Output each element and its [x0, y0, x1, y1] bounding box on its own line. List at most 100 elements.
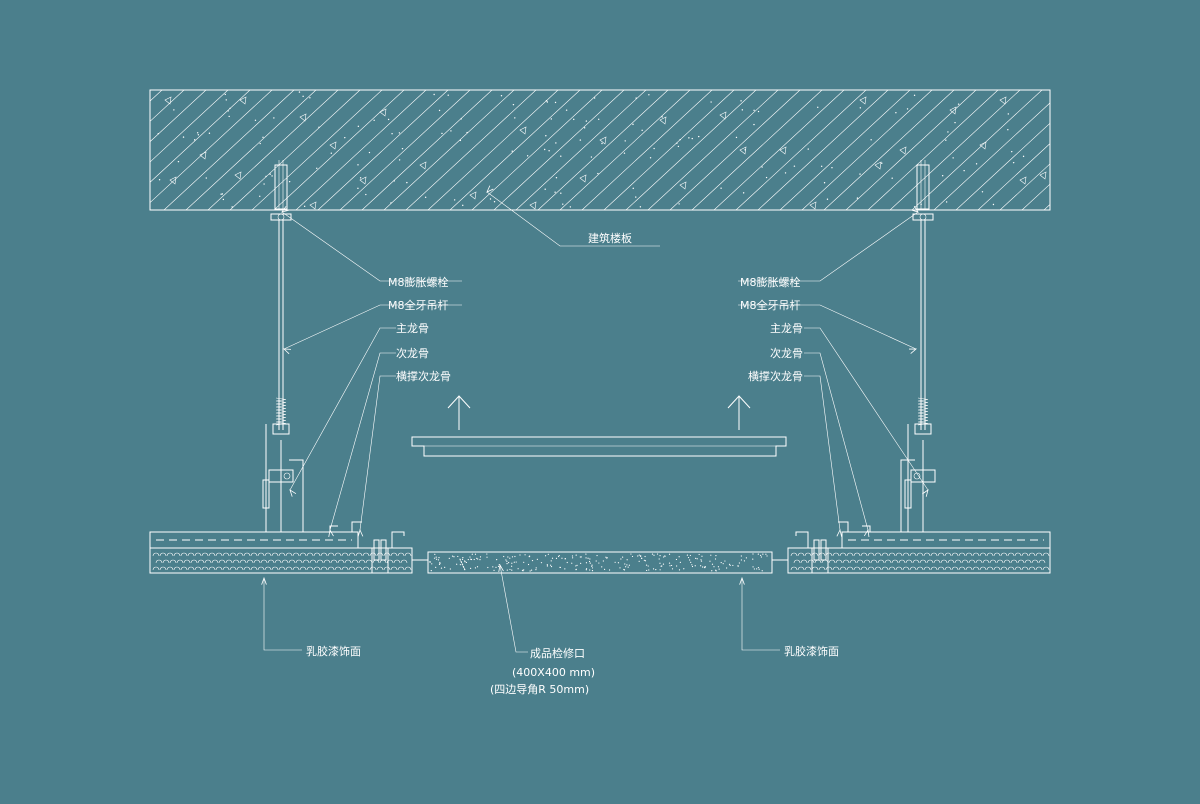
aggregate-speck: [424, 196, 427, 198]
stipple-mark: [940, 559, 948, 564]
aggregate-speck: [1022, 155, 1025, 158]
right-sub-keel-label: 次龙骨: [770, 346, 803, 360]
stipple-mark: [271, 552, 279, 557]
stipple-mark: [362, 566, 370, 571]
aggregate-speck: [957, 103, 960, 105]
aggregate-speck: [273, 117, 275, 119]
slab-hatch: [150, 90, 1050, 210]
panel-speck: [435, 558, 438, 560]
aggregate-speck: [546, 101, 549, 103]
panel-speck: [648, 569, 650, 571]
stipple-mark: [902, 552, 910, 557]
stipple-mark: [320, 552, 328, 557]
stipple-mark: [986, 566, 994, 571]
stipple-mark: [211, 559, 219, 564]
panel-speck: [473, 558, 475, 561]
panel-speck: [638, 554, 640, 556]
stipple-mark: [243, 552, 251, 557]
stipple-mark: [190, 559, 198, 564]
left-bolt-label: M8膨胀螺栓: [388, 275, 449, 289]
stipple-mark: [944, 552, 952, 557]
aggregate-speck: [891, 177, 893, 179]
stipple-mark: [225, 559, 233, 564]
aggregate-speck: [391, 132, 393, 135]
panel-speck: [757, 553, 759, 555]
panel-speck: [429, 561, 431, 563]
panel-speck: [598, 562, 600, 564]
panel-speck: [645, 564, 648, 566]
leader-arrowhead: [911, 205, 919, 213]
stipple-mark: [1021, 552, 1029, 557]
panel-speck: [444, 566, 446, 568]
aggregate-speck: [941, 175, 944, 177]
panel-speck: [589, 569, 591, 571]
panel-speck: [696, 558, 698, 560]
stipple-mark: [961, 559, 969, 564]
stipple-mark: [229, 566, 237, 571]
hatch-line: [1021, 183, 1050, 210]
stipple-mark: [250, 552, 258, 557]
panel-speck: [614, 561, 616, 563]
rod-nut: [272, 423, 290, 435]
stipple-mark: [947, 559, 955, 564]
stipple-mark: [996, 559, 1004, 564]
panel-speck: [511, 565, 513, 567]
panel-speck: [551, 557, 554, 559]
panel-speck: [624, 563, 626, 565]
panel-speck: [462, 557, 464, 559]
stipple-mark: [860, 552, 868, 557]
stipple-mark: [1038, 559, 1046, 564]
aggregate-triangle: [329, 141, 337, 150]
hatch-line: [559, 90, 691, 210]
stipple-mark: [187, 552, 195, 557]
expansion-bolt-sleeve: [916, 164, 930, 210]
aggregate-speck: [500, 95, 503, 97]
panel-speck: [591, 564, 593, 566]
aggregate-speck: [548, 150, 550, 152]
panel-speck: [743, 560, 746, 562]
panel-speck: [469, 567, 472, 569]
leader-arrowhead: [836, 528, 843, 537]
aggregate-speck: [691, 137, 693, 140]
aggregate-speck: [817, 106, 819, 108]
aggregate-speck: [357, 125, 360, 128]
panel-speck: [626, 564, 628, 566]
hatch-size-label: (400X400 mm): [512, 666, 595, 679]
bolt-washer: [277, 213, 285, 221]
stipple-mark: [793, 559, 801, 564]
panel-speck: [756, 568, 758, 570]
aggregate-speck: [365, 193, 367, 196]
aggregate-speck: [220, 193, 222, 195]
panel-speck: [524, 554, 526, 556]
aggregate-triangle: [999, 96, 1007, 105]
panel-speck: [738, 562, 740, 564]
stipple-mark: [874, 552, 882, 557]
aggregate-speck: [598, 118, 600, 120]
panel-speck: [589, 562, 591, 564]
panel-speck: [625, 566, 627, 568]
panel-speck: [564, 568, 566, 570]
panel-speck: [519, 554, 521, 556]
panel-speck: [717, 566, 720, 568]
stipple-mark: [804, 566, 812, 571]
stipple-mark: [842, 559, 850, 564]
panel-speck: [691, 564, 693, 566]
panel-speck: [571, 562, 573, 564]
stipple-mark: [905, 559, 913, 564]
panel-speck: [557, 555, 560, 558]
stipple-mark: [323, 559, 331, 564]
stipple-mark: [215, 552, 223, 557]
panel-speck: [628, 564, 630, 566]
panel-speck: [464, 569, 466, 571]
leader-arrowhead: [863, 528, 870, 537]
panel-speck: [740, 559, 743, 561]
hatch-line: [757, 90, 889, 210]
stipple-mark: [337, 559, 345, 564]
stipple-mark: [404, 552, 412, 557]
panel-speck: [619, 567, 621, 569]
hatch-line: [515, 90, 647, 210]
hatch-line: [493, 90, 625, 210]
panel-speck: [627, 566, 629, 568]
hatch-line: [150, 90, 229, 163]
hatch-line: [537, 90, 669, 210]
